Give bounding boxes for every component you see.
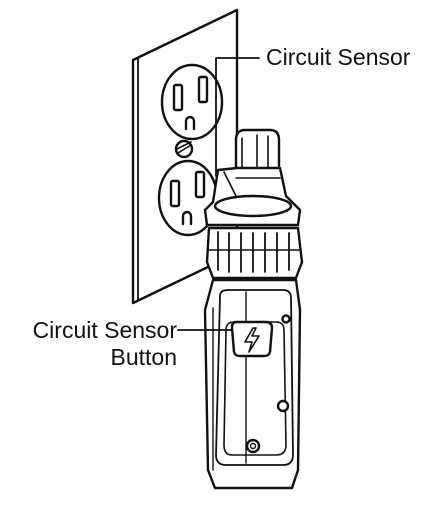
tester-handle: [203, 278, 302, 490]
circuit-sensor-label: Circuit Sensor: [266, 44, 411, 70]
lightning-bolt-icon: [244, 327, 260, 353]
circuit-sensor-button[interactable]: [230, 320, 274, 358]
circuit-sensor-button-label-line2: Button: [110, 344, 178, 370]
grip-ring: [205, 226, 304, 280]
circuit-sensor-button-label-line1: Circuit Sensor: [32, 317, 177, 343]
cover-screw: [174, 139, 194, 159]
leader-lines: [177, 57, 260, 331]
upper-receptacle: [160, 63, 224, 141]
tester-collar: [203, 166, 302, 227]
circuit-sensor-button-label: Circuit Sensor Button: [33, 317, 177, 371]
